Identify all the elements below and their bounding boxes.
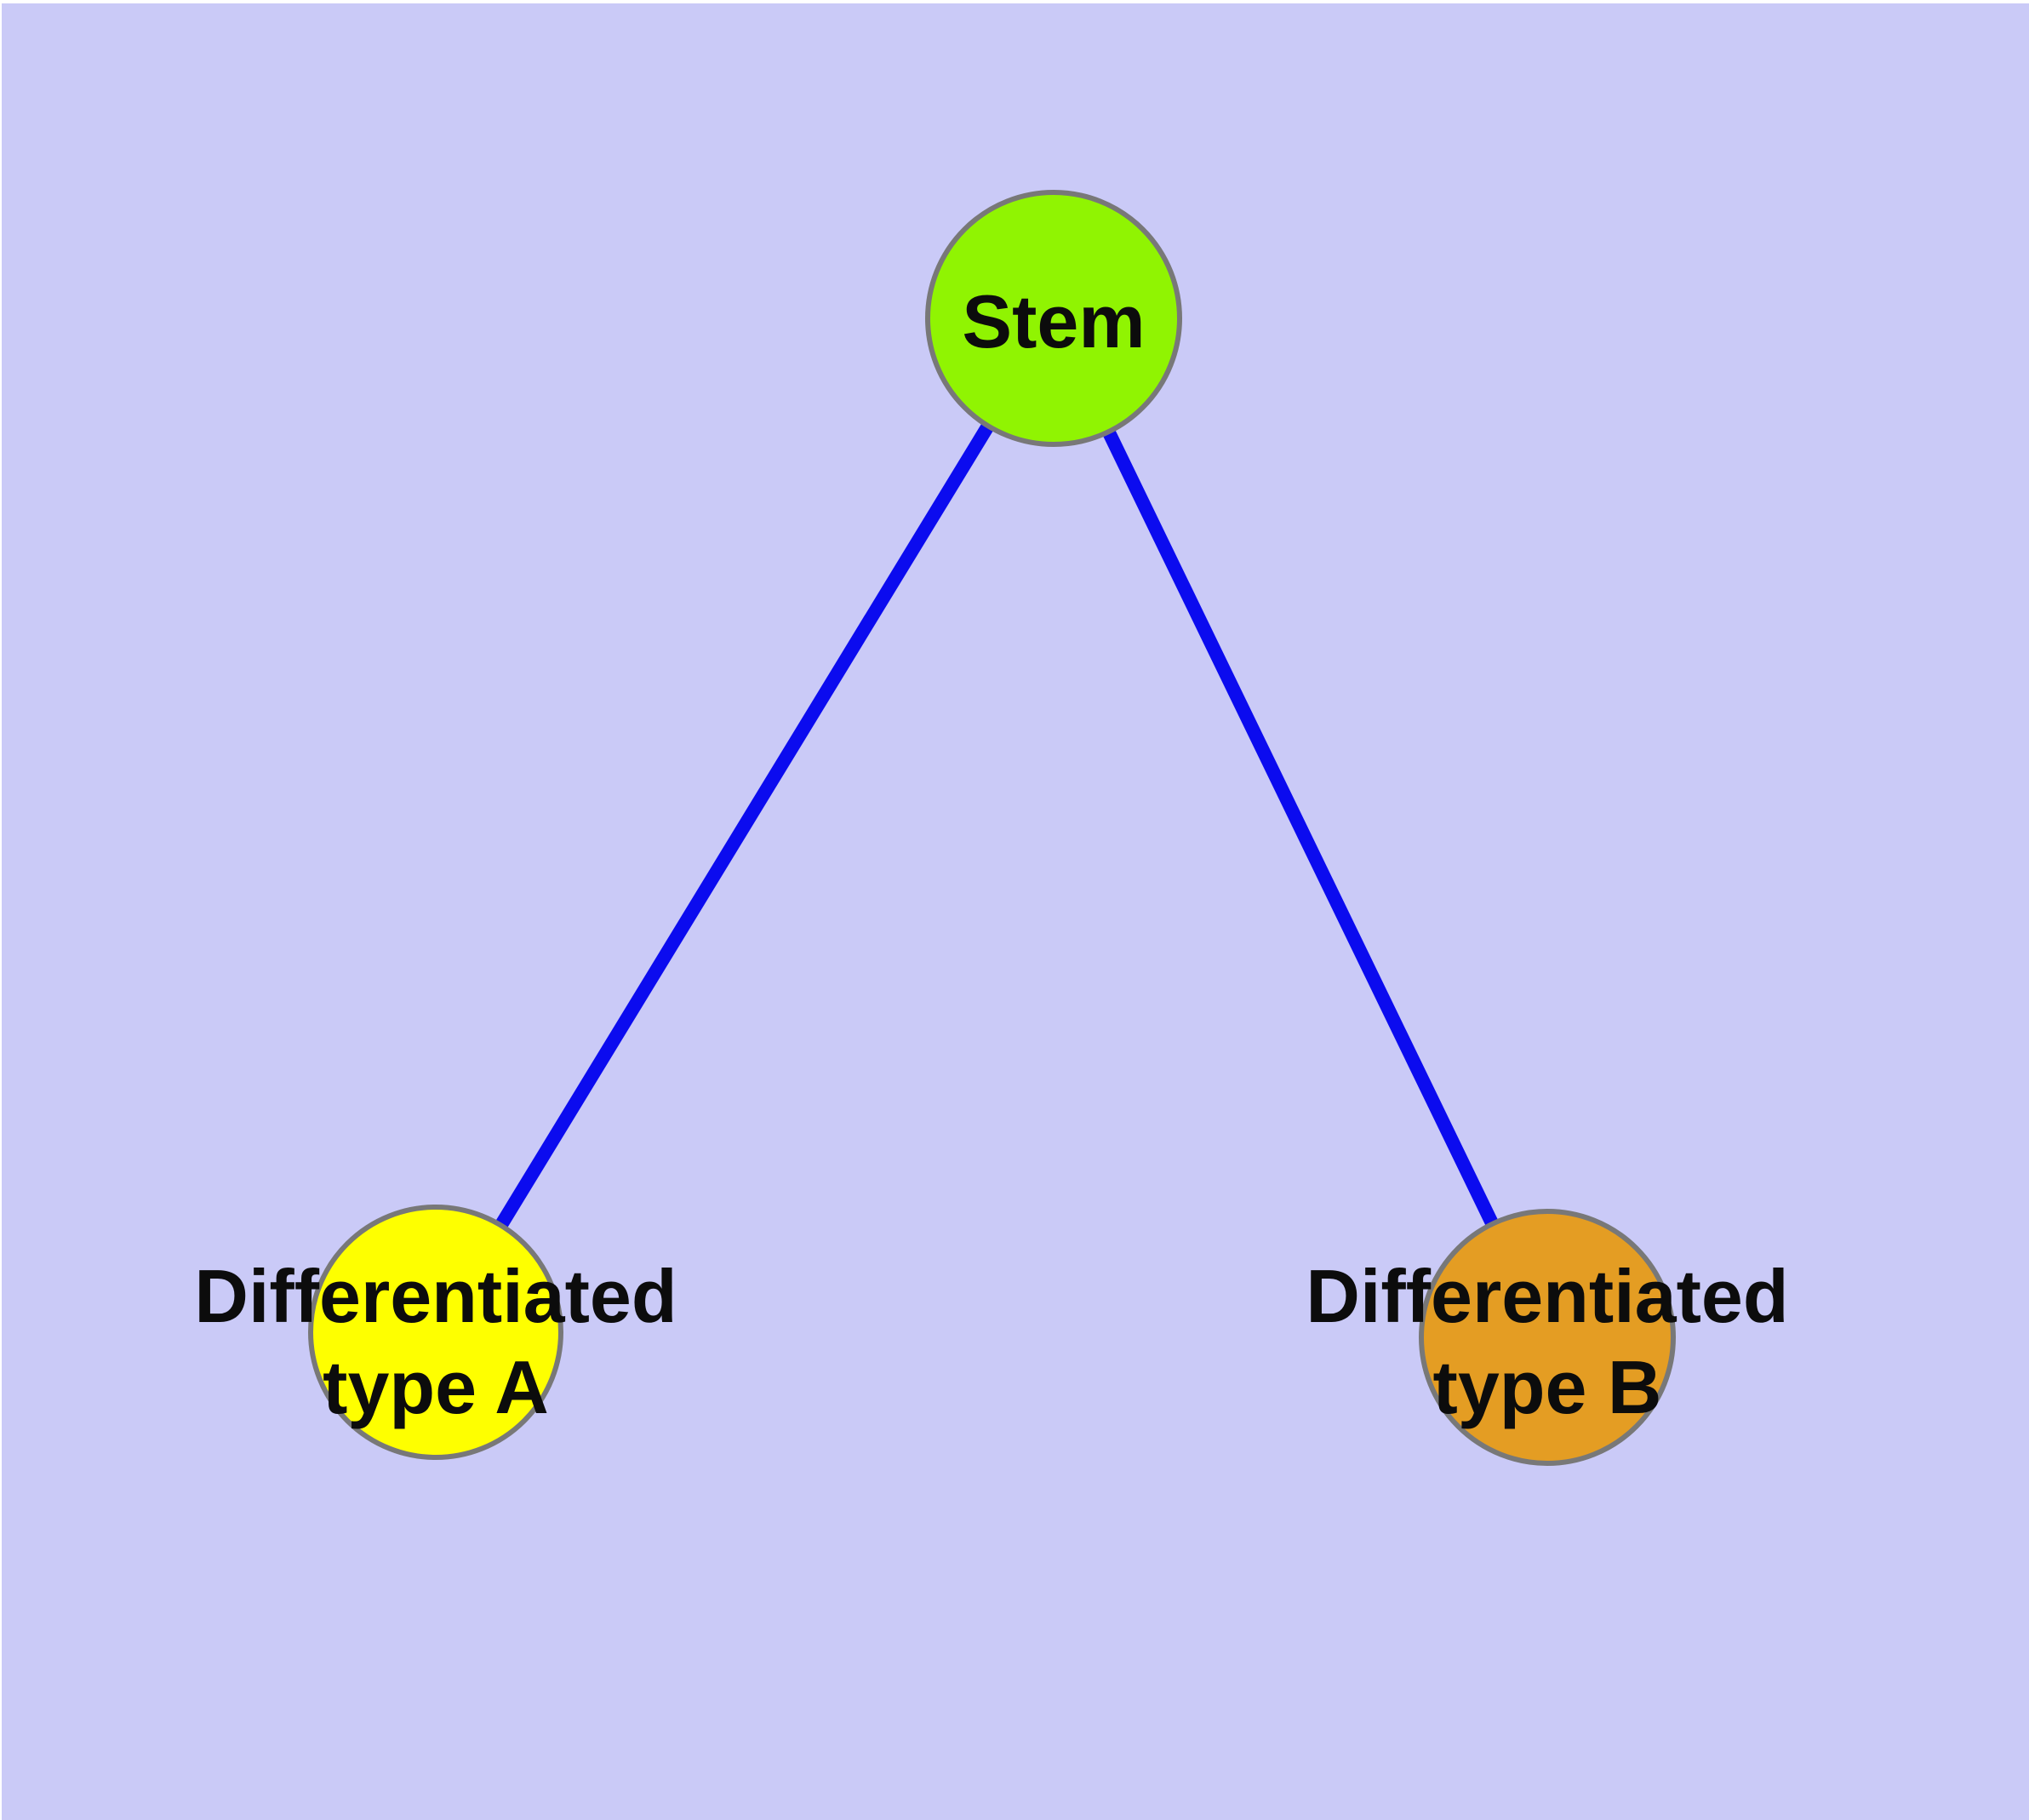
node-type-b[interactable]: Differentiated type B <box>1306 1209 1789 1466</box>
node-type-a[interactable]: Differentiated type A <box>194 1205 677 1460</box>
node-type-b-label-line2: type B <box>1433 1345 1662 1429</box>
edge-stem-to-type-b <box>1047 315 1554 1341</box>
node-stem[interactable]: Stem <box>925 190 1182 447</box>
node-type-b-circle[interactable] <box>1419 1209 1676 1466</box>
edge-group <box>430 314 1554 1341</box>
node-type-a-circle[interactable] <box>308 1205 563 1460</box>
node-type-a-label-line1: Differentiated <box>194 1254 677 1338</box>
node-stem-circle[interactable] <box>925 190 1182 447</box>
node-stem-label: Stem <box>962 279 1145 363</box>
node-type-b-label-line1: Differentiated <box>1306 1254 1788 1338</box>
edge-stem-to-type-a <box>430 314 1060 1336</box>
node-type-a-label-line2: type A <box>323 1345 549 1429</box>
